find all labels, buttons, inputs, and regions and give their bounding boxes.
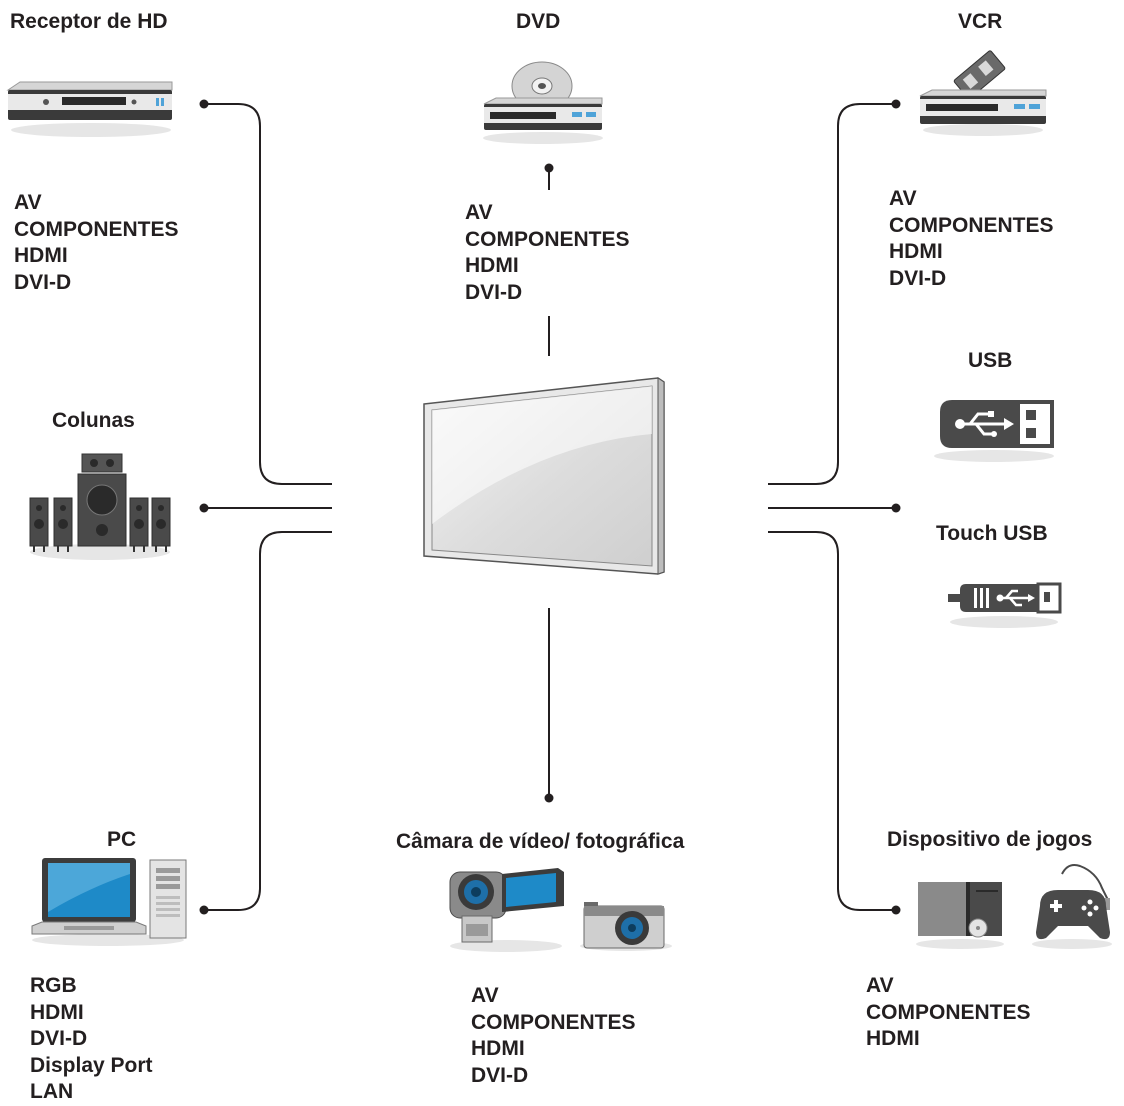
- hd-receiver-ports: AV COMPONENTES HDMI DVI-D: [14, 190, 179, 296]
- speaker-system-icon: [29, 453, 171, 560]
- dvd-ports: AV COMPONENTES HDMI DVI-D: [465, 200, 630, 306]
- vcr-ports: AV COMPONENTES HDMI DVI-D: [889, 186, 1054, 292]
- dvd-title: DVD: [516, 10, 561, 33]
- port-label: HDMI: [889, 240, 943, 263]
- port-label: HDMI: [30, 1000, 84, 1024]
- port-label: COMPONENTES: [14, 217, 179, 241]
- pc-title: PC: [107, 828, 137, 851]
- port-label: HDMI: [866, 1027, 920, 1050]
- camera-ports: AV COMPONENTES HDMI DVI-D: [471, 983, 636, 1089]
- dvd-player-icon: [483, 61, 603, 144]
- display-panel-icon: [423, 377, 665, 575]
- port-label: COMPONENTES: [889, 213, 1054, 237]
- port-label: DVI-D: [30, 1027, 88, 1050]
- hd-receiver-title: Receptor de HD: [10, 10, 168, 33]
- speakers-title: Colunas: [52, 409, 135, 432]
- port-label: COMPONENTES: [471, 1010, 636, 1034]
- port-label: AV: [889, 187, 917, 210]
- port-label: AV: [465, 201, 493, 224]
- port-label: COMPONENTES: [866, 1000, 1031, 1024]
- port-label: AV: [866, 974, 894, 997]
- game-ports: AV COMPONENTES HDMI: [866, 973, 1031, 1053]
- port-label: HDMI: [465, 254, 519, 277]
- vcr-title: VCR: [958, 10, 1003, 33]
- port-label: HDMI: [471, 1037, 525, 1060]
- pc-ports: RGB HDMI DVI-D Display Port LAN: [30, 973, 153, 1106]
- port-label: RGB: [30, 974, 77, 997]
- port-label: DVI-D: [14, 270, 72, 294]
- port-label: HDMI: [14, 244, 68, 267]
- port-label: AV: [14, 191, 42, 214]
- port-label: DVI-D: [471, 1063, 529, 1087]
- port-label: AV: [471, 984, 499, 1007]
- laptop-and-tower-icon: [31, 858, 187, 946]
- usb-title: USB: [968, 349, 1013, 372]
- vcr-icon: [919, 50, 1047, 136]
- game-console-icon: [916, 864, 1112, 949]
- camera-title: Câmara de vídeo/ fotográfica: [396, 830, 685, 853]
- port-label: LAN: [30, 1080, 74, 1103]
- touch-usb-connector-icon: [948, 582, 1062, 628]
- camcorder-and-camera-icon: [449, 868, 672, 952]
- port-label: DVI-D: [465, 280, 523, 304]
- set-top-box-icon: [6, 81, 173, 137]
- touch-usb-title: Touch USB: [936, 522, 1048, 545]
- usb-stick-icon: [934, 400, 1054, 462]
- port-label: DVI-D: [889, 266, 947, 290]
- game-title: Dispositivo de jogos: [887, 828, 1093, 851]
- port-label: Display Port: [30, 1053, 153, 1077]
- port-label: COMPONENTES: [465, 227, 630, 251]
